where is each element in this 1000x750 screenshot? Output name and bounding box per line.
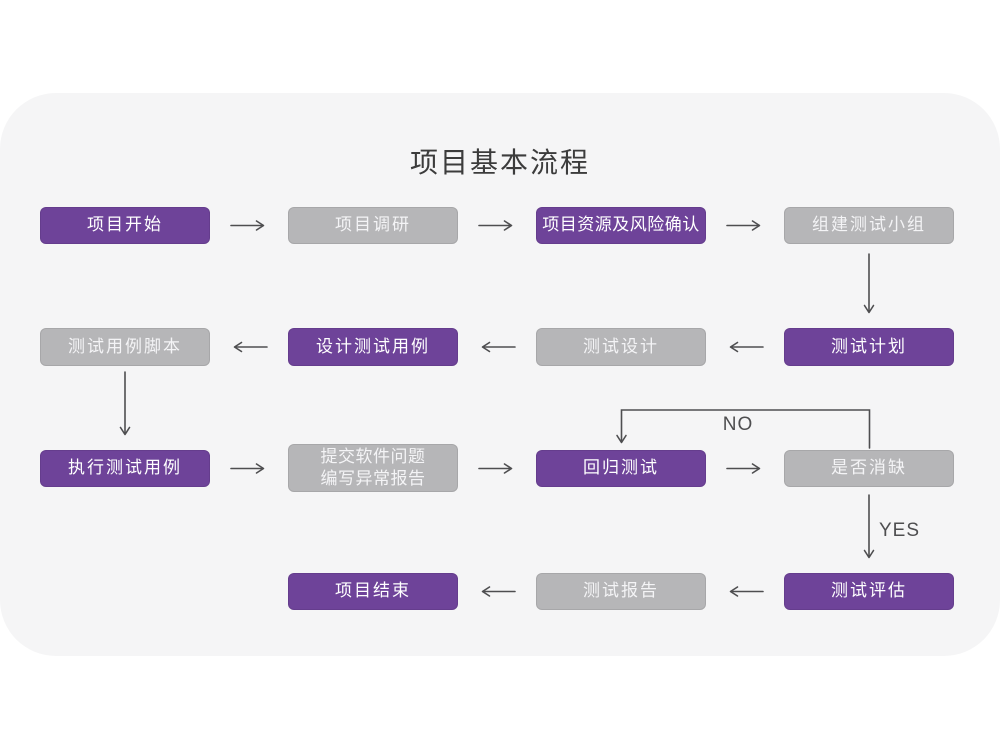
- node-execute-test-cases: 执行测试用例: [40, 450, 210, 487]
- node-regression-test: 回归测试: [536, 450, 706, 487]
- node-defect-cleared: 是否消缺: [784, 450, 954, 487]
- no-branch-label: NO: [722, 414, 754, 435]
- node-submit-issues-report: 提交软件问题 编写异常报告: [288, 444, 458, 492]
- diagram-title: 项目基本流程: [409, 147, 590, 178]
- node-test-report: 测试报告: [536, 573, 706, 610]
- node-project-end: 项目结束: [288, 573, 458, 610]
- node-project-start: 项目开始: [40, 207, 210, 244]
- node-resource-risk-confirm: 项目资源及风险确认: [536, 207, 706, 244]
- node-project-research: 项目调研: [288, 207, 458, 244]
- node-form-test-team: 组建测试小组: [784, 207, 954, 244]
- node-design-test-cases: 设计测试用例: [288, 328, 458, 366]
- yes-branch-label: YES: [879, 520, 921, 541]
- node-test-plan: 测试计划: [784, 328, 954, 366]
- node-test-case-scripts: 测试用例脚本: [40, 328, 210, 366]
- flowchart-card-background: [0, 93, 1000, 656]
- node-test-evaluation: 测试评估: [784, 573, 954, 610]
- node-test-design: 测试设计: [536, 328, 706, 366]
